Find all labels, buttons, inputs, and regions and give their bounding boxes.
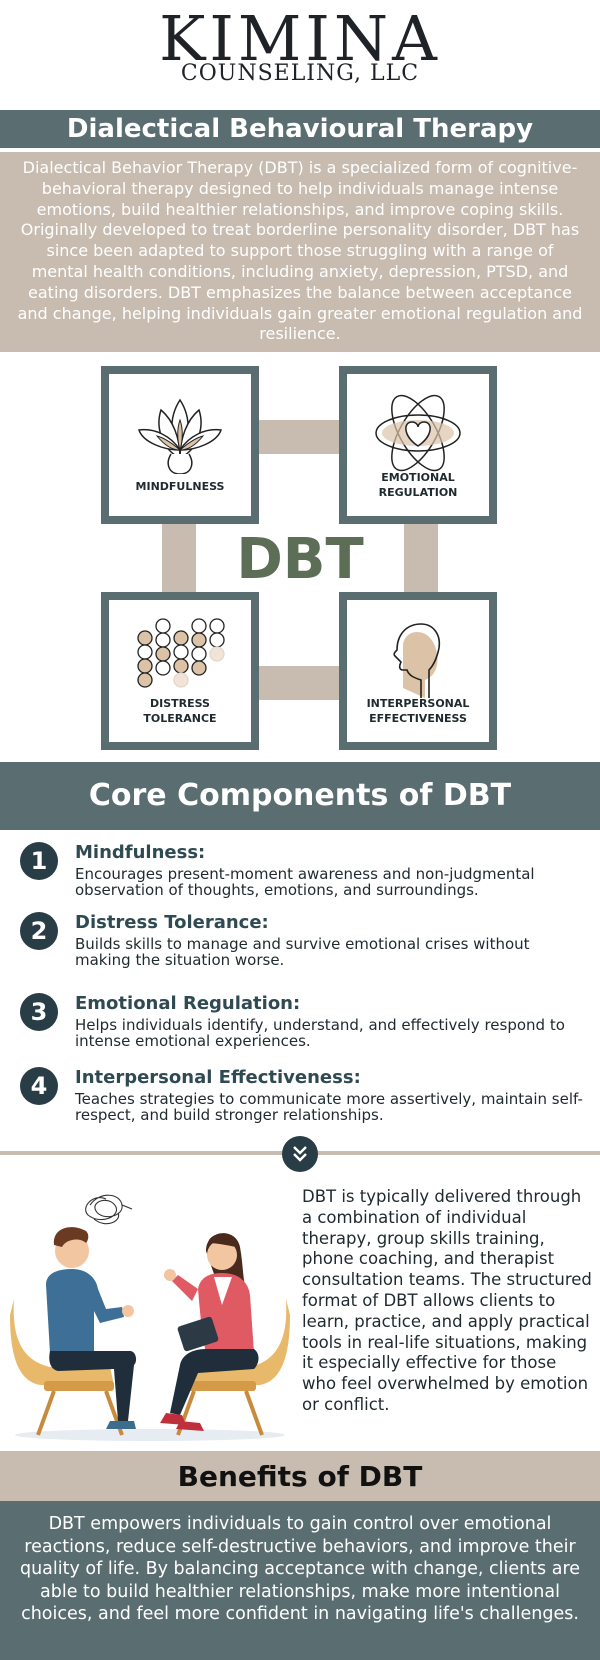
double-chevron-down-icon <box>282 1136 318 1172</box>
right-chair <box>176 1299 290 1436</box>
woman-figure <box>160 1233 259 1431</box>
component-number: 3 <box>20 993 58 1031</box>
component-title: Emotional Regulation: <box>75 993 301 1014</box>
logo-subtitle: COUNSELING, LLC <box>180 61 420 86</box>
page-title: Dialectical Behavioural Therapy <box>0 110 600 148</box>
two-heads-icon <box>393 623 441 698</box>
component-title: Distress Tolerance: <box>75 912 269 933</box>
component-description: Encourages present-moment awareness and … <box>75 865 535 899</box>
component-description: Builds skills to manage and survive emot… <box>75 935 530 969</box>
logo-name: KIMINA <box>159 2 441 75</box>
tile-emotional-label-2: REGULATION <box>378 486 458 499</box>
tile-emotional-label-1: EMOTIONAL <box>381 471 455 484</box>
lotus-icon <box>137 398 223 474</box>
dbt-diagram: MINDFULNESS EMOTIONAL REGULATION DISTRES… <box>0 352 600 762</box>
connector-right <box>404 522 438 594</box>
tile-distress-label-2: TOLERANCE <box>143 712 217 725</box>
core-components-heading: Core Components of DBT <box>0 762 600 830</box>
tile-interpersonal-label-1: INTERPERSONAL <box>366 697 470 710</box>
component-description: Helps individuals identify, understand, … <box>75 1016 565 1050</box>
benefits-paragraph: DBT empowers individuals to gain control… <box>0 1501 600 1660</box>
connector-top <box>258 420 342 454</box>
tile-distress-label-1: DISTRESS <box>150 697 210 710</box>
therapy-session-illustration <box>10 1194 290 1441</box>
component-number: 2 <box>20 912 58 950</box>
tile-interpersonal-effectiveness: INTERPERSONAL EFFECTIVENESS <box>339 592 497 750</box>
atom-heart-icon <box>375 394 461 472</box>
tile-mindfulness: MINDFULNESS <box>101 366 259 524</box>
tile-distress-tolerance: DISTRESS TOLERANCE <box>101 592 259 750</box>
connector-bottom <box>258 666 342 700</box>
component-title: Interpersonal Effectiveness: <box>75 1067 361 1088</box>
component-description: Teaches strategies to communicate more a… <box>75 1090 583 1124</box>
component-title: Mindfulness: <box>75 842 206 863</box>
tile-emotional-regulation: EMOTIONAL REGULATION <box>339 366 497 524</box>
dbt-center-label: DBT <box>236 527 364 592</box>
component-number: 4 <box>20 1067 58 1105</box>
scribble-thought-icon <box>85 1194 133 1225</box>
man-figure <box>46 1227 137 1429</box>
beads-icon <box>137 618 225 688</box>
tile-mindfulness-label: MINDFULNESS <box>135 480 225 493</box>
tile-interpersonal-label-2: EFFECTIVENESS <box>369 712 467 725</box>
logo: KIMINA COUNSELING, LLC <box>0 0 600 110</box>
component-number: 1 <box>20 842 58 880</box>
delivery-paragraph: DBT is typically delivered through a com… <box>302 1187 592 1414</box>
benefits-heading: Benefits of DBT <box>0 1451 600 1501</box>
intro-paragraph: Dialectical Behavior Therapy (DBT) is a … <box>0 152 600 352</box>
connector-left <box>162 522 196 594</box>
